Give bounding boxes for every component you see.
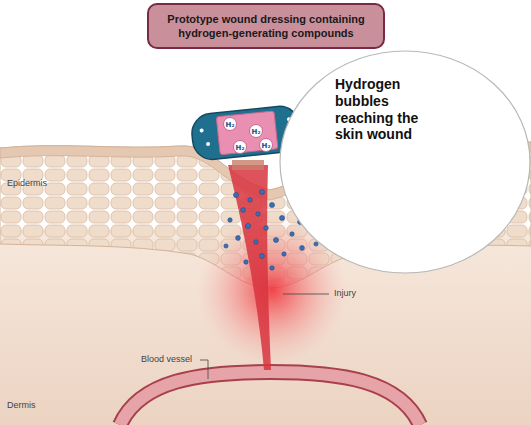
injury-label: Injury <box>333 288 357 298</box>
blood-vessel <box>120 372 420 425</box>
bubble-outline <box>275 48 531 276</box>
h2-symbol: H₂ <box>233 140 247 154</box>
dressing-pad <box>232 160 264 170</box>
blood-vessel-leader <box>200 360 208 379</box>
bubble-text: Hydrogen bubbles reaching the skin wound <box>335 76 447 143</box>
title-box: Prototype wound dressing containing hydr… <box>147 3 385 49</box>
layer-label: Dermis <box>6 400 37 410</box>
bubble-ellipse <box>280 51 530 273</box>
layer-label: Epidermis <box>6 178 48 188</box>
title-text: Prototype wound dressing containing hydr… <box>159 12 373 41</box>
h2-symbol: H₂ <box>249 124 263 138</box>
vessel-label: Blood vessel <box>140 354 193 364</box>
blood-vessel-lumen <box>120 372 420 425</box>
h2-symbol: H₂ <box>259 138 273 152</box>
h2-symbol: H₂ <box>223 117 237 131</box>
injury-channel <box>228 165 271 370</box>
speech-bubble: Hydrogen bubbles reaching the skin wound <box>275 48 531 276</box>
injury-leader <box>283 294 329 295</box>
